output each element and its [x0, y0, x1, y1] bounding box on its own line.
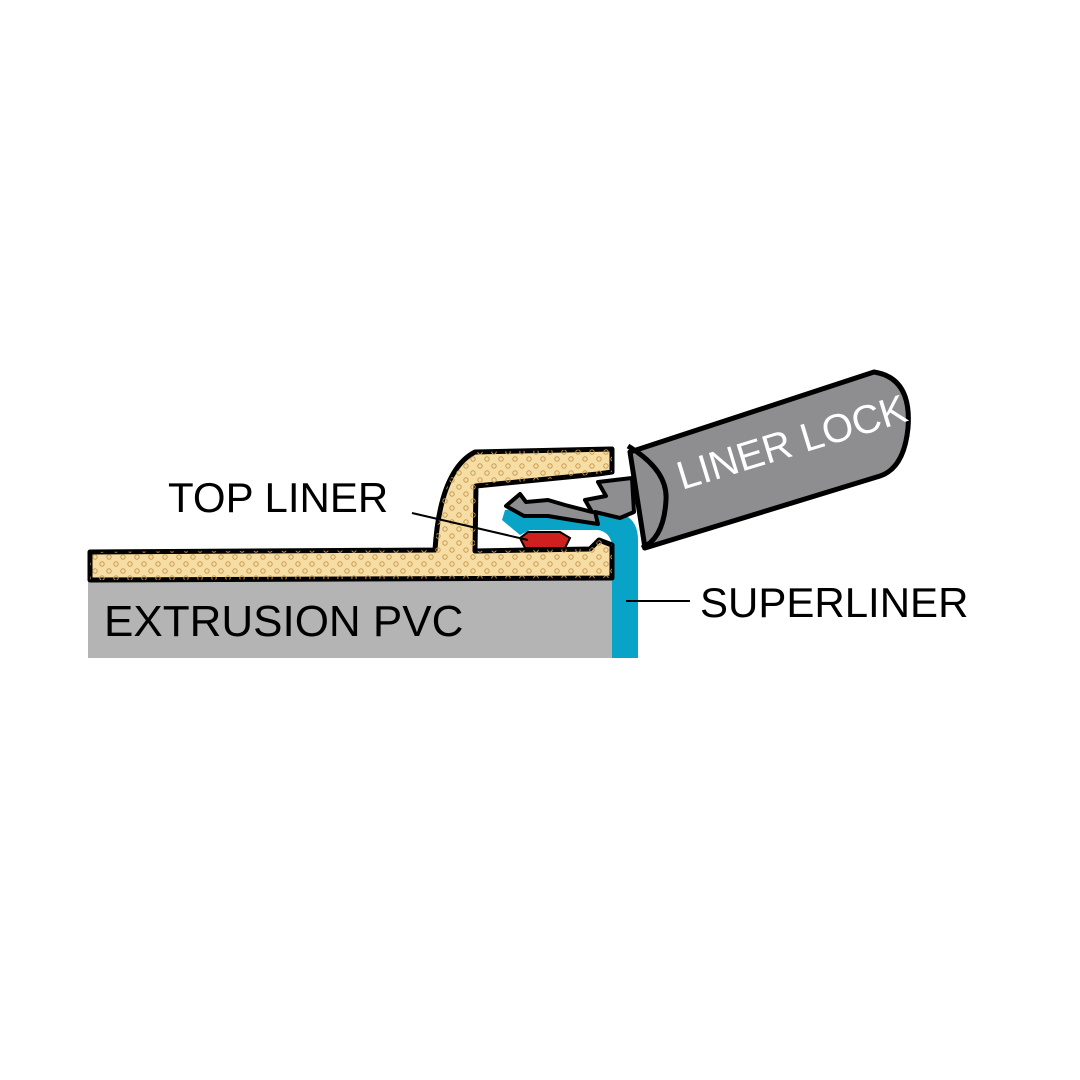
superliner-strip: [502, 508, 638, 658]
label-extrusion-pvc: EXTRUSION PVC: [104, 597, 463, 646]
top-liner-leader: [411, 512, 529, 541]
label-superliner: SUPERLINER: [700, 579, 968, 626]
top-liner-piece: [518, 531, 572, 549]
foam-layer: [87, 446, 615, 583]
liner-lock-tool: [504, 369, 911, 551]
extrusion-pvc-block: [88, 580, 614, 658]
label-top-liner: TOP LINER: [168, 474, 388, 521]
